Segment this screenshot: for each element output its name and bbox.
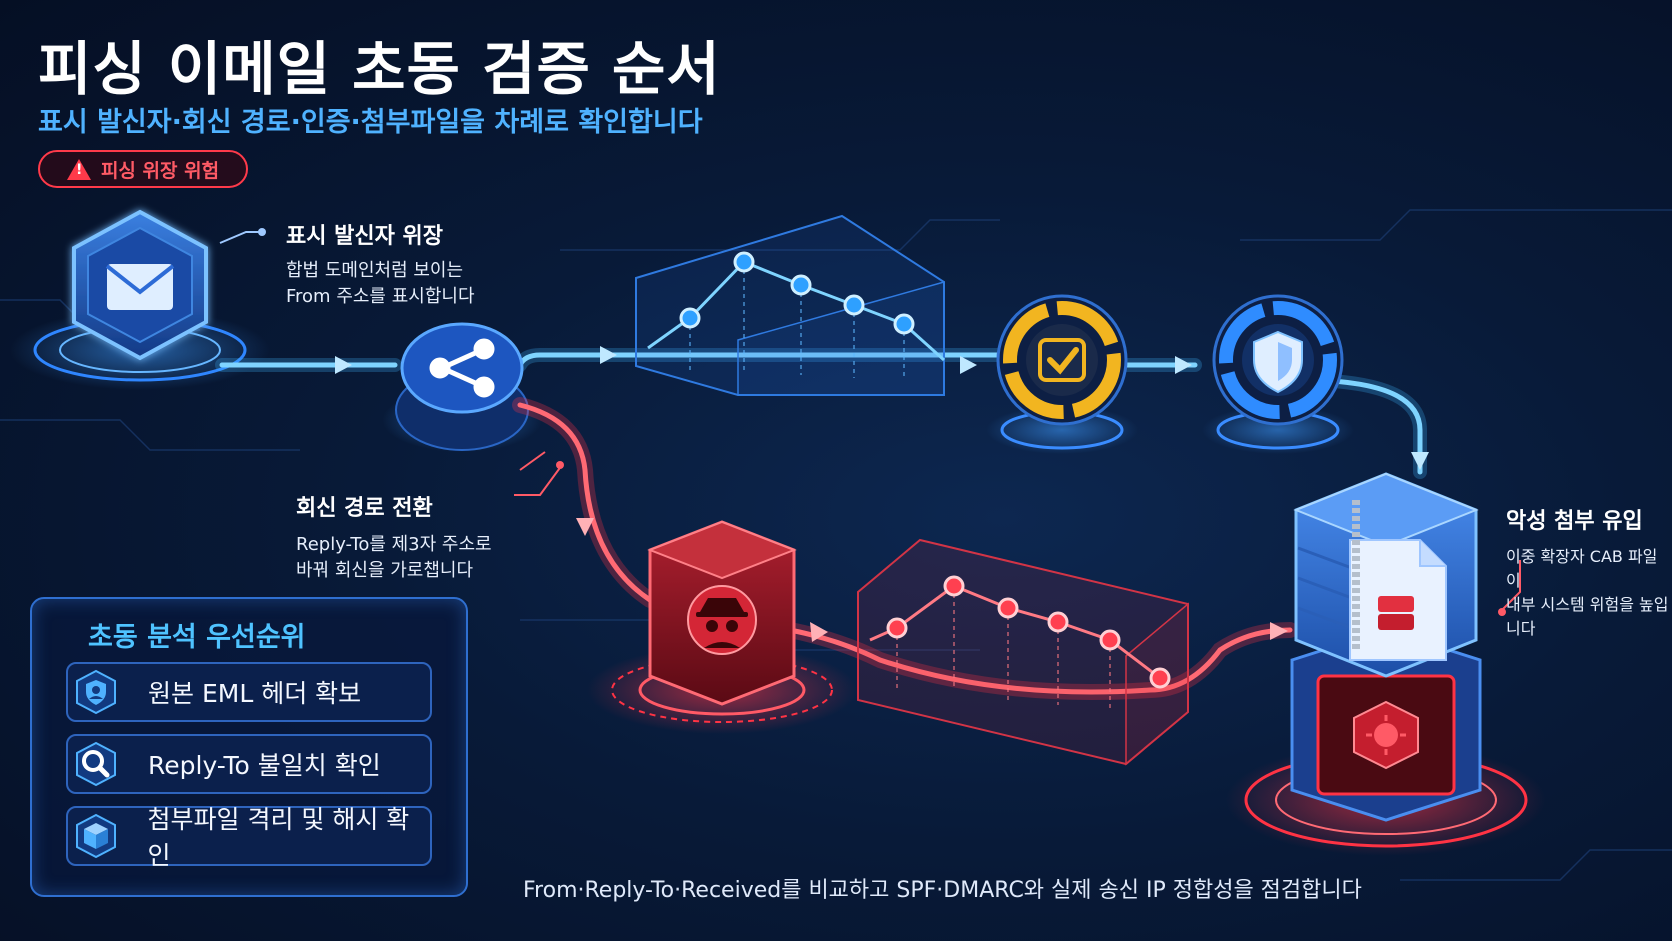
reply-redirect-panel (857, 538, 1189, 766)
priority-item: 원본 EML 헤더 확보 (66, 662, 432, 722)
callout-line: Reply-To를 제3자 주소로 (296, 534, 492, 555)
callout-title: 회신 경로 전환 (296, 496, 433, 521)
header-analysis-panel (635, 214, 946, 396)
warning-badge-label: 피싱 위장 위험 (100, 159, 220, 182)
callout-line: 이중 확장자 CAB 파일이 (1506, 547, 1658, 590)
envelope-node (10, 209, 270, 390)
priority-item-label: Reply-To 불일치 확인 (148, 751, 381, 780)
share-node (382, 322, 542, 452)
zip-file-icon (1349, 500, 1447, 661)
callout-sender-spoof: 표시 발신자 위장 합법 도메인처럼 보이는 From 주소를 표시합니다 (286, 218, 475, 310)
callout-malicious-attachment: 악성 첨부 유입 이중 확장자 CAB 파일이 내부 시스템 위험을 높입니다 (1506, 503, 1672, 641)
threat-flow-path (512, 397, 1298, 700)
callout-line: 합법 도메인처럼 보이는 (286, 260, 464, 281)
package-box-icon (66, 806, 126, 866)
verification-node (986, 294, 1138, 454)
safe-flow-path (215, 348, 1427, 479)
callout-line: From 주소를 표시합니다 (286, 286, 475, 307)
warning-icon (66, 158, 91, 180)
page-title: 피싱 이메일 초동 검증 순서 (38, 35, 721, 103)
attachment-server-node (1226, 472, 1546, 856)
attacker-node (587, 520, 857, 734)
magnifier-icon (66, 734, 126, 794)
warning-badge: 피싱 위장 위험 (38, 150, 248, 188)
callout-line: 내부 시스템 위험을 높입니다 (1506, 595, 1669, 638)
shield-user-icon (66, 662, 126, 722)
priority-item: Reply-To 불일치 확인 (66, 734, 432, 794)
callout-title: 표시 발신자 위장 (286, 224, 443, 249)
priority-item: 첨부파일 격리 및 해시 확인 (66, 805, 432, 870)
callout-reply-redirect: 회신 경로 전환 Reply-To를 제3자 주소로 바꿔 회신을 가로챕니다 (296, 490, 492, 584)
check-icon (1038, 338, 1086, 382)
callout-line: 바꿔 회신을 가로챕니다 (296, 560, 474, 581)
callout-title: 악성 첨부 유입 (1506, 509, 1643, 534)
priority-item-label: 첨부파일 격리 및 해시 확인 (147, 805, 410, 870)
share-icon (429, 338, 495, 398)
virus-icon (1353, 700, 1419, 770)
priority-panel-title: 초동 분석 우선순위 (88, 622, 306, 653)
footer-note: From·Reply-To·Received를 비교하고 SPF·DMARC와 … (523, 878, 1362, 903)
spy-icon (696, 598, 748, 648)
envelope-icon (105, 264, 175, 310)
page-subtitle: 표시 발신자·회신 경로·인증·첨부파일을 차례로 확인합니다 (38, 107, 703, 138)
authentication-node (1202, 294, 1354, 454)
priority-item-label: 원본 EML 헤더 확보 (148, 679, 362, 708)
